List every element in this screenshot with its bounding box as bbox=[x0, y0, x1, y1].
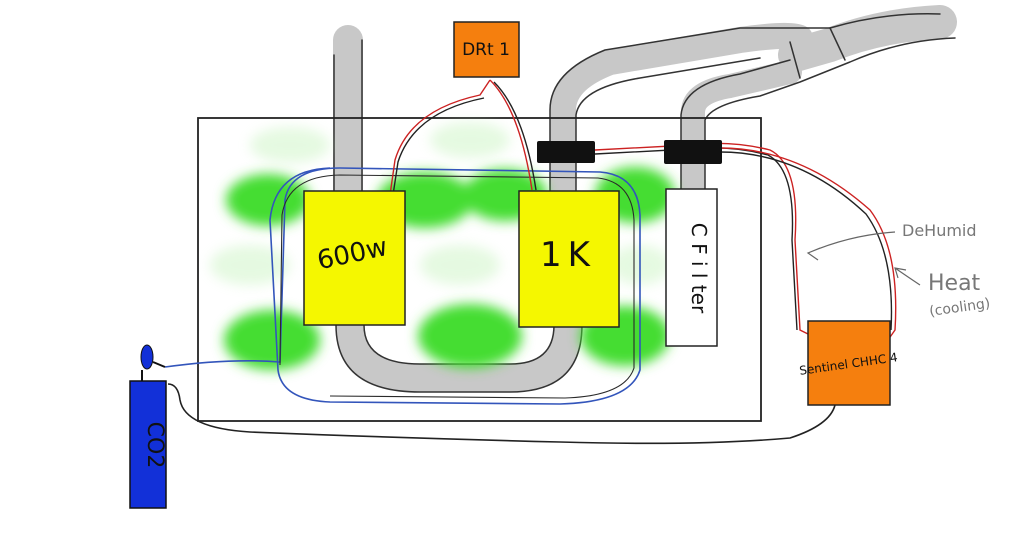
exhaust-duct-1k bbox=[550, 22, 813, 203]
ballast-1k: 1K bbox=[518, 190, 620, 328]
duct-clamp-filter bbox=[664, 140, 722, 164]
co2-control-wire bbox=[167, 383, 836, 445]
timer-label: DRt 1 bbox=[462, 40, 510, 60]
co2-tank: CO2 bbox=[129, 344, 167, 509]
carbon-filter-label: C F i l ter bbox=[687, 223, 711, 314]
dehumid-label: DeHumid bbox=[902, 221, 977, 240]
heat-label: Heat bbox=[928, 271, 981, 296]
plant bbox=[224, 310, 320, 370]
grow-room bbox=[197, 117, 762, 422]
plant bbox=[226, 174, 310, 226]
annotations: DeHumid Heat (cooling) bbox=[806, 221, 991, 320]
exhaust-duct-filter bbox=[681, 60, 802, 202]
duct-clamp-1k bbox=[537, 141, 595, 163]
dehumid-arrow bbox=[806, 231, 896, 261]
ballast-1k-label: 1K bbox=[540, 235, 596, 275]
heat-note: (cooling) bbox=[928, 296, 991, 320]
power-wires bbox=[389, 79, 897, 341]
co2-label: CO2 bbox=[142, 422, 167, 469]
ducting bbox=[333, 5, 957, 393]
timer-box: DRt 1 bbox=[453, 21, 520, 78]
co2-line bbox=[164, 167, 641, 405]
co2-regulator bbox=[140, 344, 154, 370]
plant-canopy bbox=[224, 167, 675, 370]
plant bbox=[418, 304, 522, 368]
merged-duct bbox=[778, 5, 957, 72]
heat-arrow bbox=[894, 267, 921, 286]
controller-box: Sentinel CHHC 4 bbox=[798, 320, 898, 406]
carbon-filter: C F i l ter bbox=[665, 188, 718, 347]
connector-duct bbox=[336, 311, 582, 392]
ballast-600w: 600w bbox=[303, 190, 406, 326]
